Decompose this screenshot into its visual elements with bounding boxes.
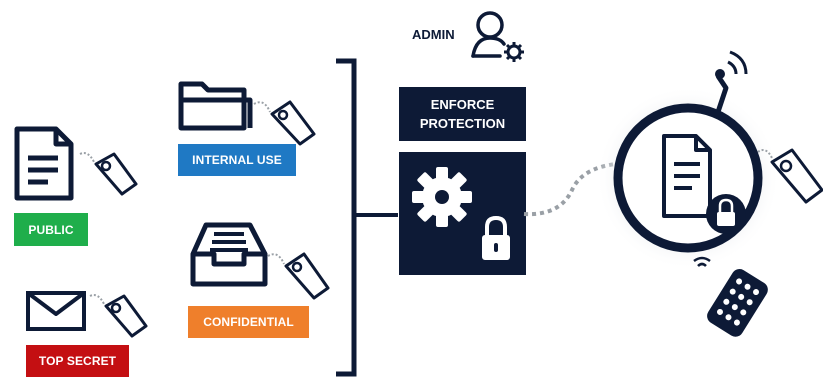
gear-icon [412, 167, 472, 227]
tag-icon [253, 100, 316, 146]
padlock-icon [482, 215, 510, 260]
top-secret-label: TOP SECRET [26, 345, 129, 377]
document-icon [14, 126, 74, 201]
tag-icon [267, 252, 330, 300]
envelope-icon [26, 291, 86, 331]
enforce-line-2: PROTECTION [419, 116, 506, 131]
internal-use-label: INTERNAL USE [178, 144, 296, 176]
protected-document-circle [596, 50, 823, 270]
confidential-label: CONFIDENTIAL [188, 306, 309, 338]
enforce-line-1: ENFORCE [430, 97, 495, 112]
admin-user-gear-icon [471, 11, 524, 62]
enforce-protection-box: ENFORCE PROTECTION [399, 87, 526, 141]
dotted-connector [523, 162, 617, 217]
tag-icon [89, 294, 148, 338]
admin-label: ADMIN [412, 27, 455, 42]
public-label: PUBLIC [14, 213, 88, 246]
folder-icon [178, 81, 253, 131]
inbox-tray-icon [190, 222, 268, 287]
tag-icon [79, 152, 138, 196]
bracket-connector [336, 58, 398, 377]
remote-control-icon [693, 256, 768, 337]
